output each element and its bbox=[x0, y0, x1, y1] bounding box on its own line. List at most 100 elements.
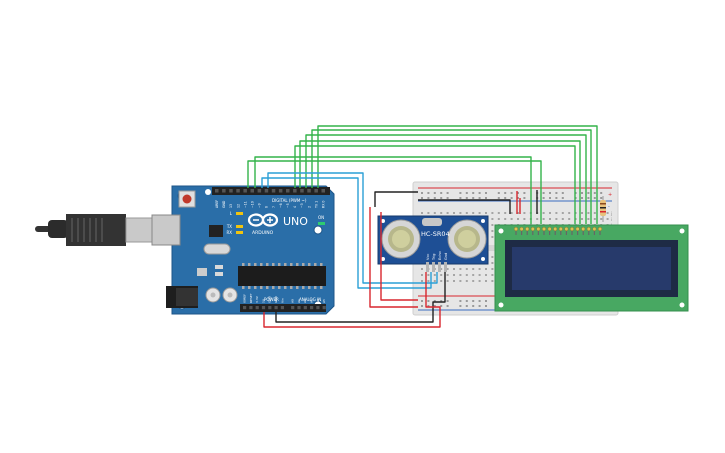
wire-green-3[interactable] bbox=[294, 145, 576, 224]
digital-pin[interactable] bbox=[222, 189, 226, 193]
digital-pin[interactable] bbox=[293, 189, 297, 193]
atmega-chip bbox=[238, 263, 326, 289]
wires bbox=[247, 125, 598, 328]
digital-pin[interactable] bbox=[229, 189, 233, 193]
digital-pin-label: 4 bbox=[293, 206, 297, 208]
power-analog-pin[interactable] bbox=[249, 306, 253, 310]
usb-cable[interactable] bbox=[35, 214, 153, 246]
wire-green-7[interactable] bbox=[317, 125, 598, 224]
digital-pin-label: 7 bbox=[272, 206, 276, 208]
power-analog-pin[interactable] bbox=[316, 306, 320, 310]
board-model-label: UNO bbox=[283, 215, 308, 228]
power-analog-pin-label: 5V bbox=[261, 298, 265, 303]
wire-green-5[interactable] bbox=[305, 134, 587, 224]
digital-pin[interactable] bbox=[321, 189, 326, 193]
digital-pin-label: GND bbox=[222, 200, 226, 208]
power-analog-pin[interactable] bbox=[303, 306, 307, 310]
power-analog-pin-label: A3 bbox=[310, 299, 314, 303]
digital-pin-label: 13 bbox=[229, 204, 233, 208]
wire-black-gnd-sensor[interactable] bbox=[275, 272, 446, 323]
power-analog-pin-label: A1 bbox=[297, 299, 301, 303]
analog-header-label: ANALOG IN bbox=[299, 297, 321, 302]
wire-black-lcd[interactable] bbox=[418, 199, 511, 214]
digital-pin-label: ~6 bbox=[279, 203, 283, 208]
wire-blue-trig[interactable] bbox=[261, 177, 432, 289]
lcd-16x2-display[interactable] bbox=[494, 224, 689, 312]
led-tx-label: TX bbox=[226, 224, 232, 229]
power-analog-pin[interactable] bbox=[297, 306, 301, 310]
sensor-pin-label: Trig bbox=[432, 254, 436, 261]
power-analog-pin[interactable] bbox=[268, 306, 272, 310]
wire-green-2[interactable] bbox=[254, 156, 532, 224]
power-analog-pin-label: A4 bbox=[316, 299, 320, 303]
power-analog-pin[interactable] bbox=[261, 306, 266, 310]
digital-pin-label: ~3 bbox=[300, 203, 304, 208]
digital-header[interactable] bbox=[212, 187, 330, 195]
digital-pin[interactable] bbox=[215, 189, 219, 193]
power-analog-pin-label: GND bbox=[268, 295, 272, 303]
digital-pin[interactable] bbox=[243, 189, 247, 193]
sensor-pin-header bbox=[426, 262, 447, 272]
arduino-infinity-logo-icon bbox=[247, 213, 279, 227]
board-brand-label: ARDUINO bbox=[252, 230, 274, 236]
digital-pin[interactable] bbox=[307, 189, 311, 193]
digital-pin[interactable] bbox=[264, 189, 269, 193]
power-analog-pin-label: Vin bbox=[280, 298, 284, 303]
power-analog-pin[interactable] bbox=[322, 306, 326, 310]
power-analog-pin[interactable] bbox=[255, 306, 259, 310]
transducer-left-icon bbox=[381, 219, 421, 259]
dc-power-jack[interactable] bbox=[166, 286, 198, 308]
rail-plus-label: + bbox=[608, 192, 612, 198]
wire-green-4[interactable] bbox=[299, 140, 581, 224]
power-analog-pin-label: A2 bbox=[303, 299, 307, 303]
digital-pin[interactable] bbox=[300, 189, 304, 193]
led-l-label: L bbox=[230, 211, 233, 216]
wire-red-rail-2[interactable] bbox=[380, 212, 418, 301]
power-analog-pin-label: RESET bbox=[249, 293, 253, 303]
wire-blue-echo[interactable] bbox=[267, 172, 438, 284]
digital-pin[interactable] bbox=[271, 189, 276, 193]
digital-pin-label: TX 1 bbox=[314, 201, 318, 209]
status-leds: L TX RX ON bbox=[226, 211, 325, 235]
power-header-label: POWER bbox=[264, 297, 279, 302]
rail-minus-label: - bbox=[608, 204, 610, 210]
sensor-pin-label: Echo bbox=[438, 251, 442, 260]
digital-pin[interactable] bbox=[278, 189, 283, 193]
resistor[interactable] bbox=[600, 196, 606, 222]
sensor-pin-label: Gnd bbox=[444, 253, 448, 260]
power-analog-pin[interactable] bbox=[280, 306, 284, 310]
breadboard-row-letter: i bbox=[611, 217, 612, 222]
wire-green-1[interactable] bbox=[247, 160, 542, 224]
lcd-pin-header bbox=[513, 226, 603, 235]
wire-black-gnd-rail[interactable] bbox=[374, 191, 418, 207]
digital-pin[interactable] bbox=[314, 189, 318, 193]
digital-pin[interactable] bbox=[257, 189, 262, 193]
power-analog-pin[interactable] bbox=[243, 306, 247, 310]
wire-red-rail[interactable] bbox=[369, 207, 418, 308]
wire-red-5v[interactable] bbox=[263, 272, 441, 328]
digital-pin-label: AREF bbox=[215, 200, 219, 208]
digital-pin-label: RX 0 bbox=[322, 201, 326, 208]
power-analog-pin-label: A0 bbox=[291, 299, 295, 303]
digital-header-label: DIGITAL (PWM ~) bbox=[272, 198, 307, 203]
digital-pin[interactable] bbox=[236, 189, 240, 193]
led-on-label: ON bbox=[318, 215, 324, 220]
power-analog-pin[interactable] bbox=[274, 306, 278, 310]
reset-button[interactable] bbox=[178, 190, 196, 208]
digital-pin[interactable] bbox=[250, 189, 255, 193]
breadboard-row-letter: j bbox=[610, 211, 612, 216]
digital-pin-label: 8 bbox=[265, 206, 269, 208]
digital-pin-label: 12 bbox=[236, 204, 240, 208]
power-analog-pin[interactable] bbox=[310, 306, 314, 310]
sensor-model-label: HC-SR04 bbox=[421, 230, 450, 238]
power-analog-pin[interactable] bbox=[291, 306, 295, 310]
wire-green-6[interactable] bbox=[311, 129, 592, 224]
lcd-screen bbox=[512, 247, 671, 290]
digital-pin[interactable] bbox=[286, 189, 290, 193]
digital-pin-label: ~10 bbox=[251, 201, 255, 208]
